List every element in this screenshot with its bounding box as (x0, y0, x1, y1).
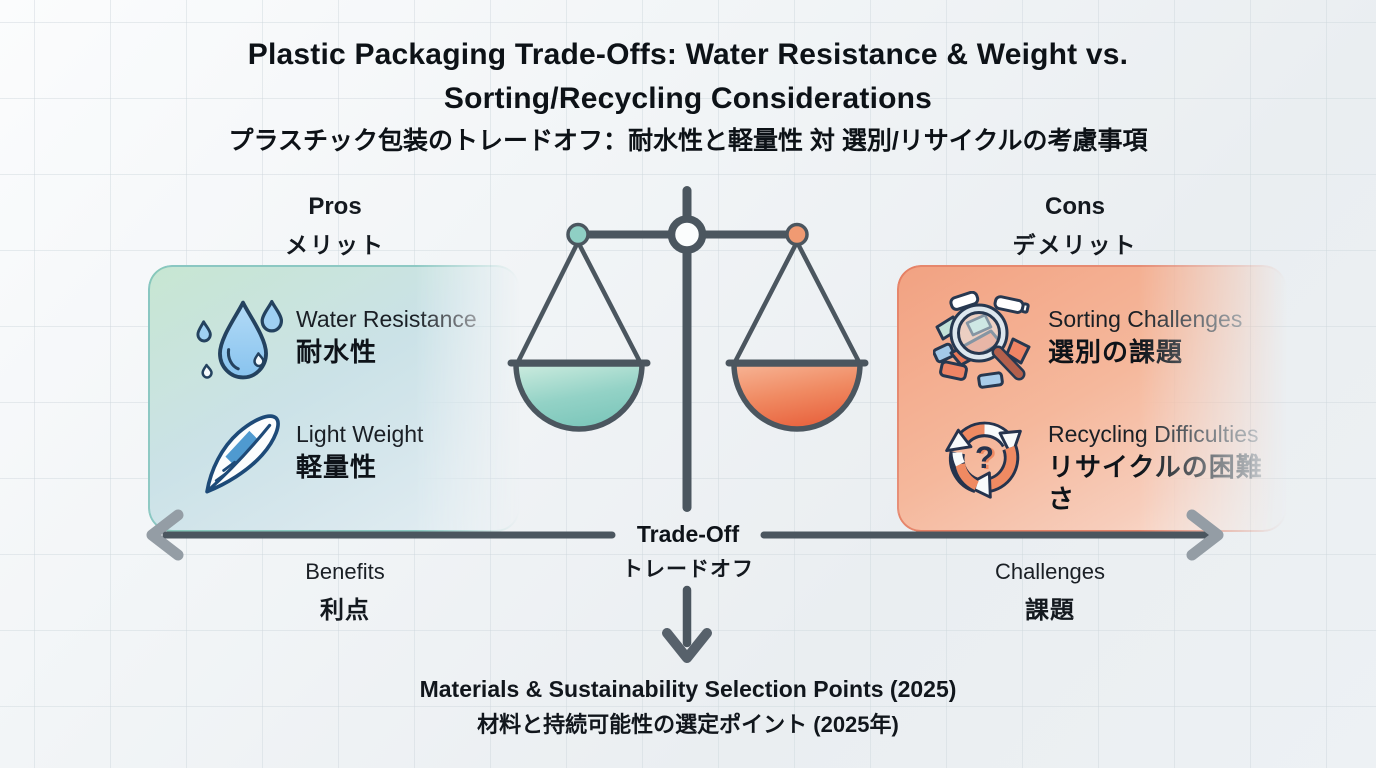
footer-line-ja: 材料と持続可能性の選定ポイント (2025年) (477, 712, 899, 737)
question-glyph-shadow: ? (977, 441, 996, 476)
recycling-question-icon: ? ? (945, 421, 1022, 499)
cons-item-label-en: Recycling Difficulties (1048, 421, 1259, 447)
pros-item-water-resistance: Water Resistance 耐水性 (296, 306, 477, 368)
pros-item-label-en: Light Weight (296, 421, 424, 447)
cons-heading-en: Cons (1045, 193, 1105, 220)
balance-scale (507, 186, 869, 512)
page-subtitle-ja: プラスチック包装のトレードオフ：耐水性と軽量性 対 選別/リサイクルの考慮事項 (228, 127, 1148, 155)
down-arrow-icon (662, 585, 712, 663)
pros-item-light-weight: Light Weight 軽量性 (296, 421, 423, 483)
pros-panel: Water Resistance 耐水性 Light Weight 軽量性 (148, 265, 520, 532)
scale-right-knob (785, 222, 809, 247)
axis-label-benefits-en: Benefits (305, 559, 385, 584)
scale-pivot (667, 215, 707, 254)
page-title-line1: Plastic Packaging Trade-Offs: Water Resi… (247, 38, 1129, 71)
water-drops-icon (196, 300, 284, 380)
axis-label-tradeoff-en: Trade-Off (636, 521, 740, 547)
cons-panel: Sorting Challenges 選別の課題 ? ? Recycling (897, 265, 1287, 532)
tradeoff-axis-arrow (146, 509, 1224, 561)
cons-item-sorting-challenges: Sorting Challenges 選別の課題 (1048, 306, 1242, 368)
cons-heading-ja: デメリット (1012, 232, 1138, 258)
axis-label-benefits-ja: 利点 (320, 597, 370, 624)
scale-left-strings (515, 239, 643, 365)
pros-heading-en: Pros (308, 193, 362, 220)
left-arrowhead-icon (146, 509, 184, 561)
footer-line-en: Materials & Sustainability Selection Poi… (419, 676, 957, 702)
axis-label-tradeoff-ja: トレードオフ (622, 558, 754, 581)
scale-pole (682, 186, 692, 512)
pros-item-label-ja: 耐水性 (296, 337, 378, 367)
cons-item-label-ja: 選別の課題 (1048, 337, 1184, 367)
scale-left-knob (566, 222, 590, 247)
pros-heading-ja: メリット (285, 232, 385, 258)
scale-right-pan (731, 361, 863, 432)
cons-item-label-en: Sorting Challenges (1048, 306, 1243, 332)
sorting-magnifier-icon (933, 291, 1031, 389)
axis-label-challenges-en: Challenges (994, 559, 1106, 584)
question-glyph: ? (975, 440, 994, 475)
pros-item-label-en: Water Resistance (296, 306, 477, 332)
scale-right-strings (732, 239, 862, 365)
scale-left-pan (513, 361, 645, 432)
pros-item-label-ja: 軽量性 (296, 452, 378, 482)
feather-icon (205, 414, 280, 494)
page-title-line2: Sorting/Recycling Considerations (443, 82, 933, 115)
axis-label-challenges-ja: 課題 (1025, 597, 1075, 624)
right-arrowhead-icon (1186, 509, 1224, 561)
cons-item-label-ja: リサイクルの困難さ (1048, 452, 1263, 514)
cons-item-recycling-difficulties: Recycling Difficulties リサイクルの困難さ (1048, 421, 1285, 515)
